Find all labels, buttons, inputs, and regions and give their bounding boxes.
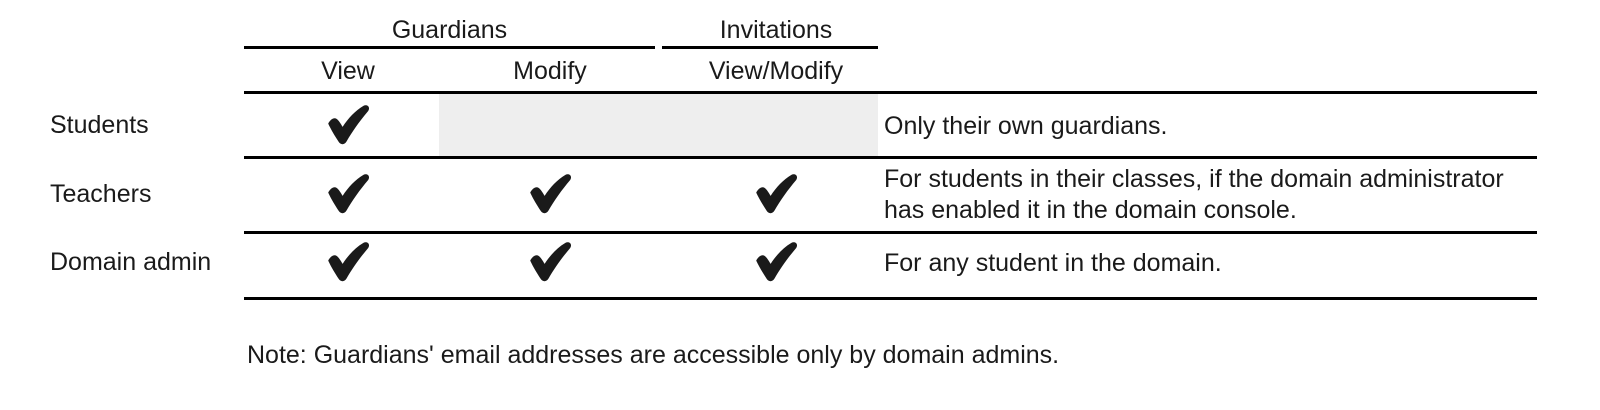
footnote-text: Note: Guardians' email addresses are acc… [247, 341, 1060, 369]
table-rule-header-bottom [244, 91, 1537, 94]
column-group-invitations: Invitations [719, 16, 833, 44]
cell-shaded-students-modify [439, 94, 878, 156]
table-rule-row1-bottom [244, 156, 1537, 159]
column-header-view: View [321, 57, 375, 85]
row-note-domain-admin: For any student in the domain. [884, 249, 1222, 277]
check-mark-icon [753, 174, 799, 214]
check-mark-icon [325, 105, 371, 145]
group-rule-guardians [244, 46, 655, 49]
row-label-domain-admin: Domain admin [50, 248, 212, 276]
check-mark-icon [753, 242, 799, 282]
table-rule-bottom [244, 297, 1537, 300]
check-mark-icon [527, 242, 573, 282]
column-group-guardians: Guardians [391, 16, 508, 44]
row-label-students: Students [50, 111, 149, 139]
table-rule-row2-bottom [244, 231, 1537, 234]
check-mark-icon [527, 174, 573, 214]
row-label-teachers: Teachers [50, 180, 152, 208]
row-note-teachers: For students in their classes, if the do… [884, 165, 1504, 224]
row-note-students: Only their own guardians. [884, 112, 1168, 140]
column-header-modify: Modify [513, 57, 587, 85]
check-mark-icon [325, 242, 371, 282]
group-rule-invitations [662, 46, 878, 49]
check-mark-icon [325, 174, 371, 214]
column-header-view-modify: View/Modify [708, 57, 844, 85]
